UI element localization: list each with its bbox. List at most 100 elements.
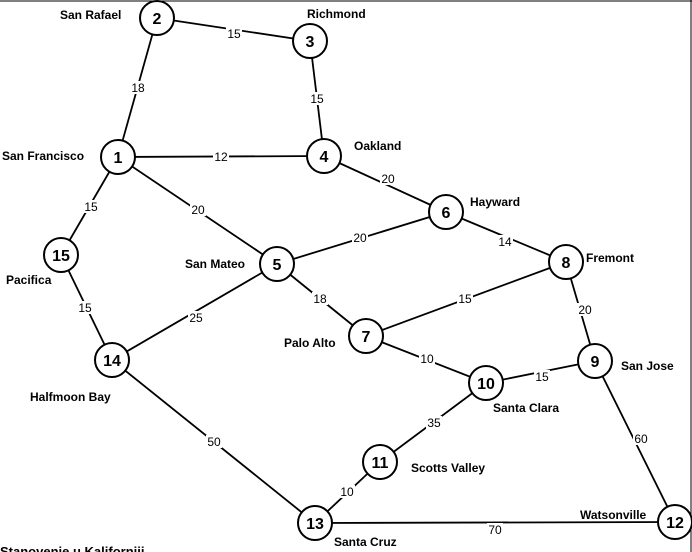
city-label-14: Halfmoon Bay [30,390,111,404]
node-9: 9 [577,343,613,379]
edge-weight-3-4: 15 [310,92,324,106]
node-number: 4 [320,149,329,166]
edge-weight-bg [380,172,396,185]
city-label-7: Palo Alto [284,336,336,350]
city-label-9: San Jose [621,359,674,373]
node-number: 5 [273,257,282,274]
edge-weight-bg [339,485,355,498]
node-number: 15 [52,248,70,265]
node-circle [468,365,504,401]
edge-weight-bg [312,292,328,305]
node-circle [139,0,175,36]
city-label-15: Pacifica [6,273,52,287]
edge-weight-10-9: 15 [535,370,549,384]
edge-weight-1-5: 20 [191,203,205,217]
edge-weight-1-15: 15 [84,200,98,214]
node-2: 2 [139,0,175,36]
node-number: 9 [591,354,600,371]
edge-weight-bg [487,523,503,536]
node-number: 11 [372,455,389,472]
edge-weight-bg [130,81,146,94]
node-circle [43,237,79,273]
node-number: 13 [306,516,324,533]
edge-weight-bg [190,203,206,216]
edge-weight-7-8: 15 [458,292,472,306]
node-circle [548,244,584,280]
node-6: 6 [428,194,464,230]
city-label-6: Hayward [470,195,520,209]
edge-weight-bg [188,311,204,324]
edge-weight-bg [577,303,593,316]
edge-weight-4-6: 20 [381,172,395,186]
node-circle [259,246,295,282]
node-number: 1 [114,150,123,167]
city-label-10: Santa Clara [493,401,559,415]
node-11: 11 [362,444,398,480]
city-label-12: Watsonville [580,508,647,522]
city-label-5: San Mateo [185,257,245,271]
city-label-13: Santa Cruz [334,535,397,549]
node-15: 15 [43,237,79,273]
node-13: 13 [297,505,333,541]
edge-weight-13-12: 70 [488,523,502,537]
edge-weight-1-4: 12 [214,150,228,164]
edge-weight-5-7: 18 [313,292,327,306]
node-number: 10 [477,376,495,393]
node-circle [100,139,136,175]
edge-weight-bg [426,416,442,429]
edge-weight-9-12: 60 [634,432,648,446]
diagram-caption: Stanovenje u Kaliforniji [0,544,144,552]
city-label-11: Scotts Valley [411,461,485,475]
edge-weight-bg [83,200,99,213]
city-label-2: San Rafael [60,8,121,22]
edge-weight-bg [213,150,229,163]
edge-weight-bg [206,435,222,448]
edge-weight-bg [534,370,550,383]
city-label-8: Fremont [586,251,634,265]
node-circle [362,444,398,480]
edge-weight-bg [457,292,473,305]
node-4: 4 [306,138,342,174]
city-label-3: Richmond [307,7,366,21]
edge-weight-2-1: 18 [131,81,145,95]
edge-weight-5-14: 25 [189,311,203,325]
edge-weight-bg [419,352,435,365]
node-12: 12 [657,504,692,540]
edge-weight-bg [352,231,368,244]
city-label-4: Oakland [354,139,401,153]
edge-weight-14-13: 50 [207,435,221,449]
node-8: 8 [548,244,584,280]
edge-weight-bg [633,432,649,445]
node-circle [297,505,333,541]
edge-weight-bg [497,235,513,248]
node-circle [657,504,692,540]
node-1: 1 [100,139,136,175]
node-3: 3 [292,23,328,59]
node-circle [306,138,342,174]
edge-weight-7-10: 10 [420,352,434,366]
node-number: 6 [442,205,451,222]
edge-weight-6-8: 14 [498,235,512,249]
edges-layer [60,17,676,524]
edge-weight-15-14: 15 [78,301,92,315]
node-number: 2 [153,11,162,28]
node-number: 12 [666,515,684,532]
node-7: 7 [348,318,384,354]
edge-weight-bg [77,301,93,314]
edge-weight-bg [309,92,325,105]
node-circle [292,23,328,59]
node-number: 7 [362,329,371,346]
node-circle [577,343,613,379]
edge-weight-5-6: 20 [353,231,367,245]
node-number: 8 [562,255,571,272]
node-5: 5 [259,246,295,282]
edge-13-12 [314,521,676,524]
edge-weight-8-9: 20 [578,303,592,317]
node-number: 14 [103,353,121,370]
node-10: 10 [468,365,504,401]
